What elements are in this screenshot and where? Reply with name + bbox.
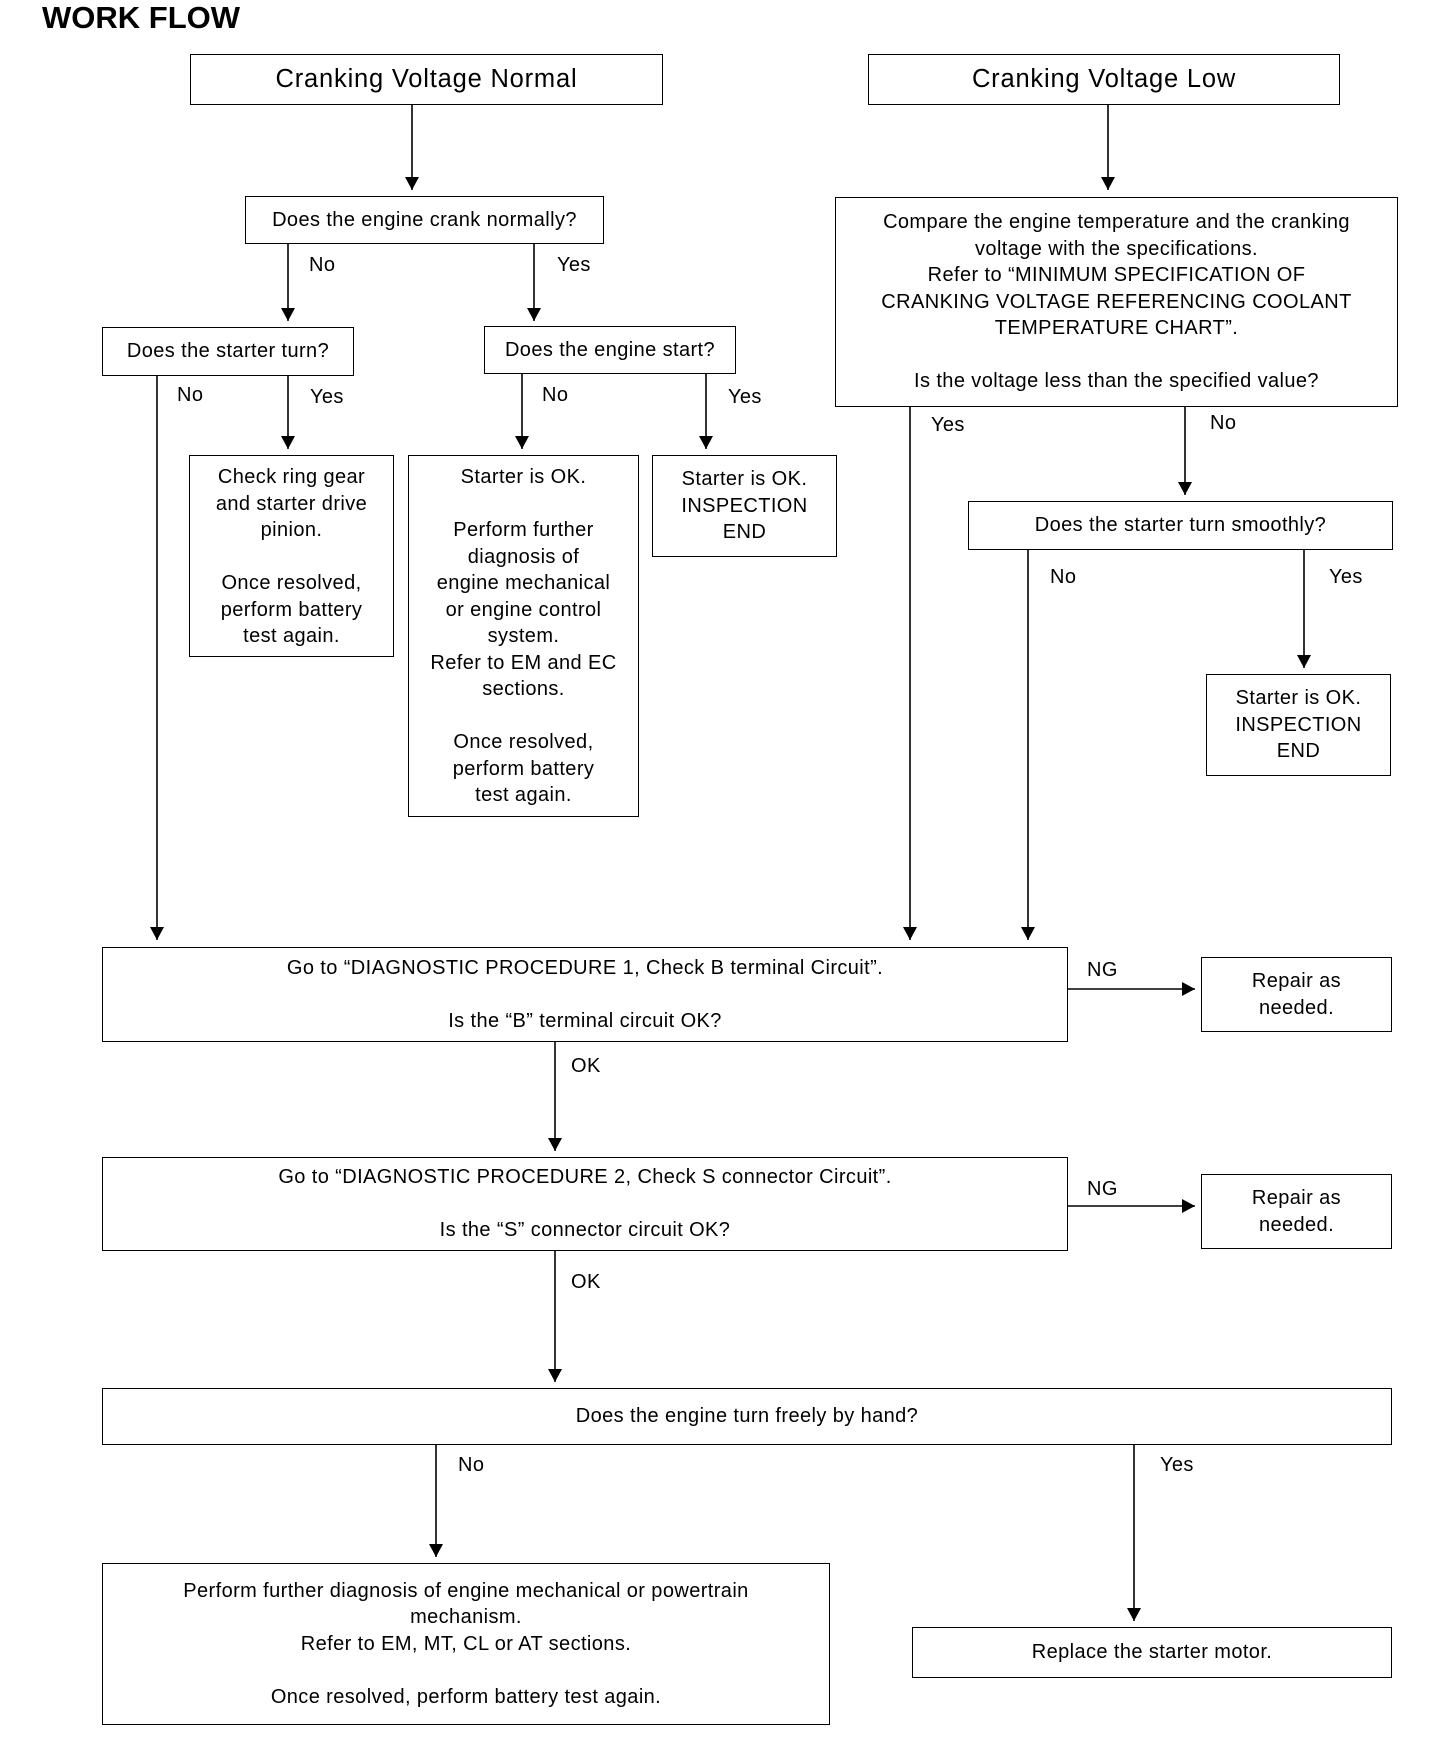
edge-label-proc2-ng: NG	[1087, 1178, 1118, 1200]
edge-label-proc1-ok: OK	[571, 1055, 601, 1077]
replace-starter-motor-box: Replace the starter motor.	[912, 1627, 1392, 1678]
engine-start-decision: Does the engine start?	[484, 326, 736, 374]
arrow-proc1-ok	[548, 1042, 562, 1151]
engine-turn-by-hand-decision: Does the engine turn freely by hand?	[102, 1388, 1392, 1445]
cranking-voltage-normal-box: Cranking Voltage Normal	[190, 54, 663, 105]
arrow-normal-to-crank	[405, 105, 419, 190]
edge-label-crank-no: No	[309, 254, 336, 276]
arrow-hand-no	[429, 1445, 443, 1557]
further-diagnosis-powertrain-box: Perform further diagnosis of engine mech…	[102, 1563, 830, 1725]
starter-ok-further-diagnosis-box: Starter is OK. Perform further diagnosis…	[408, 455, 639, 817]
arrow-low-to-compare	[1101, 105, 1115, 190]
arrow-engine-start-yes	[699, 374, 713, 449]
starter-ok-inspection-end-box: Starter is OK. INSPECTION END	[652, 455, 837, 557]
starter-ok-inspection-end-box-2: Starter is OK. INSPECTION END	[1206, 674, 1391, 776]
page-title: WORK FLOW	[42, 0, 241, 35]
arrow-smooth-no	[1021, 550, 1035, 940]
edge-label-voltage-no: No	[1210, 412, 1237, 434]
arrow-proc2-ng	[1068, 1199, 1195, 1213]
repair-as-needed-box-2: Repair as needed.	[1201, 1174, 1392, 1249]
compare-temperature-box: Compare the engine temperature and the c…	[835, 197, 1398, 407]
arrow-smooth-yes	[1297, 550, 1311, 668]
cranking-voltage-low-box: Cranking Voltage Low	[868, 54, 1340, 105]
edge-label-proc1-ng: NG	[1087, 959, 1118, 981]
edge-label-starter-turn-no: No	[177, 384, 204, 406]
edge-label-crank-yes: Yes	[557, 254, 591, 276]
arrow-voltage-no	[1178, 407, 1192, 495]
arrow-crank-no	[281, 244, 295, 321]
edge-label-starter-turn-yes: Yes	[310, 386, 344, 408]
arrow-proc2-ok	[548, 1251, 562, 1382]
arrow-hand-yes	[1127, 1445, 1141, 1621]
edge-label-voltage-yes: Yes	[931, 414, 965, 436]
arrow-starter-turn-no	[150, 376, 164, 940]
arrow-voltage-yes	[903, 407, 917, 940]
edge-label-smooth-yes: Yes	[1329, 566, 1363, 588]
diagnostic-procedure-2-box: Go to “DIAGNOSTIC PROCEDURE 2, Check S c…	[102, 1157, 1068, 1251]
edge-label-hand-no: No	[458, 1454, 485, 1476]
starter-turn-decision: Does the starter turn?	[102, 327, 354, 376]
repair-as-needed-box-1: Repair as needed.	[1201, 957, 1392, 1032]
crank-normally-decision: Does the engine crank normally?	[245, 196, 604, 244]
edge-label-engine-start-no: No	[542, 384, 569, 406]
arrow-engine-start-no	[515, 374, 529, 449]
edge-label-proc2-ok: OK	[571, 1271, 601, 1293]
diagnostic-procedure-1-box: Go to “DIAGNOSTIC PROCEDURE 1, Check B t…	[102, 947, 1068, 1042]
arrow-proc1-ng	[1068, 982, 1195, 996]
arrow-starter-turn-yes	[281, 376, 295, 449]
arrow-crank-yes	[527, 244, 541, 321]
edge-label-engine-start-yes: Yes	[728, 386, 762, 408]
starter-turn-smoothly-decision: Does the starter turn smoothly?	[968, 501, 1393, 550]
check-ring-gear-box: Check ring gear and starter drive pinion…	[189, 455, 394, 657]
edge-label-smooth-no: No	[1050, 566, 1077, 588]
edge-label-hand-yes: Yes	[1160, 1454, 1194, 1476]
